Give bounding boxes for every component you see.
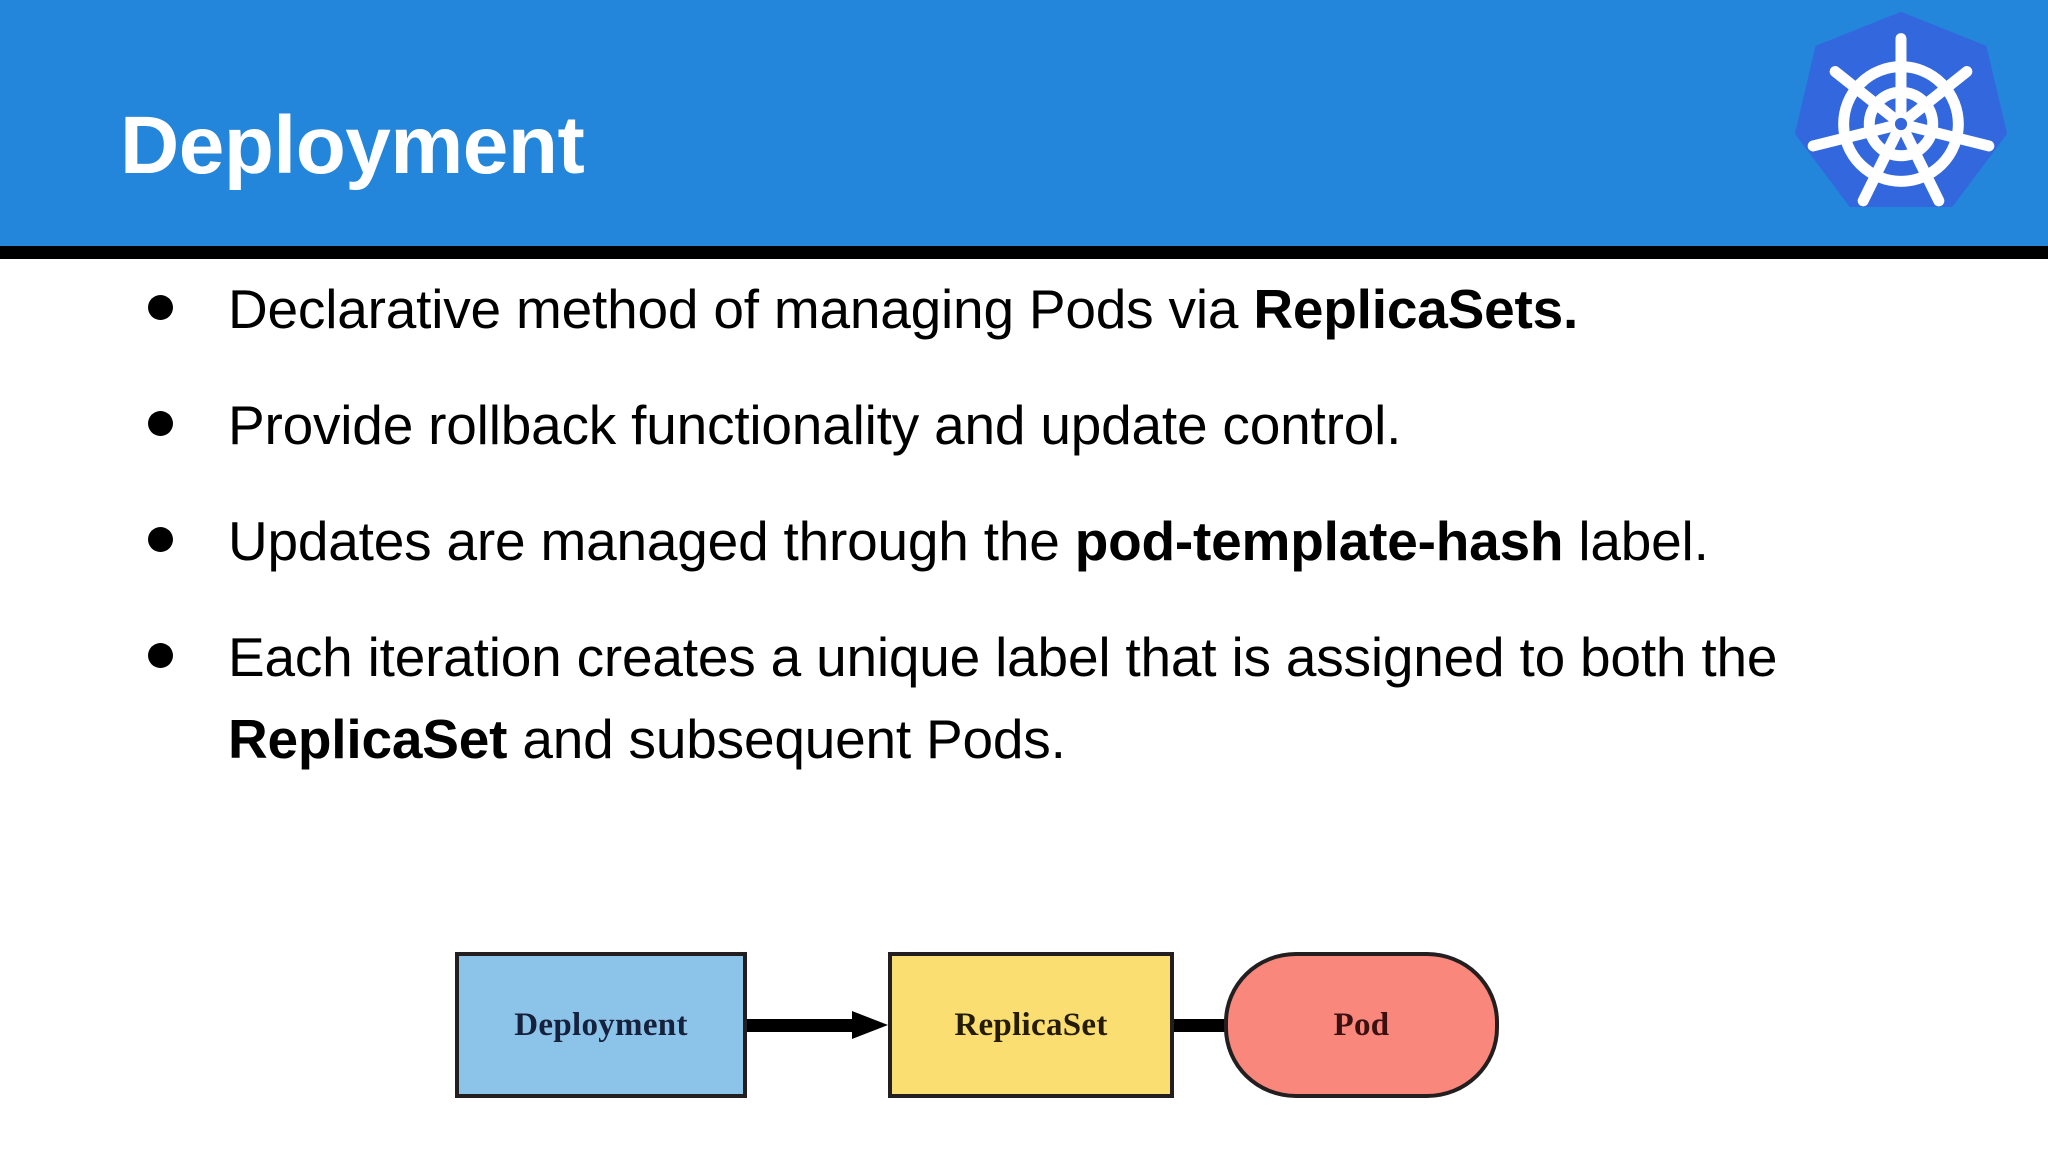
arrow-head-icon (852, 1011, 888, 1039)
deployment-flow-diagram: Deployment ReplicaSet Pod (455, 952, 1615, 1102)
bullet-dot-icon (148, 411, 173, 436)
page-title: Deployment (120, 100, 585, 191)
bullet-dot-icon (148, 295, 173, 320)
bullet-text-4: Each iteration creates a unique label th… (228, 626, 1778, 770)
bullet-text-2: Provide rollback functionality and updat… (228, 394, 1402, 456)
arrow-deployment-to-replicaset (747, 1011, 888, 1039)
diagram-node-replicaset: ReplicaSet (888, 952, 1174, 1098)
bullet-list: Declarative method of managing Pods via … (0, 268, 2048, 814)
diagram-node-pod: Pod (1224, 952, 1499, 1098)
list-item: Provide rollback functionality and updat… (0, 384, 2048, 466)
bullet-text-3: Updates are managed through the pod-temp… (228, 510, 1709, 572)
ships-wheel-icon (1807, 33, 1995, 207)
list-item: Updates are managed through the pod-temp… (0, 500, 2048, 582)
arrow-shaft (747, 1019, 855, 1032)
kubernetes-logo (1778, 2, 2024, 246)
bullet-dot-icon (148, 527, 173, 552)
header-divider (0, 246, 2048, 259)
bullet-dot-icon (148, 643, 173, 668)
slide-header: Deployment (0, 0, 2048, 246)
bullet-text-1: Declarative method of managing Pods via … (228, 278, 1579, 340)
list-item: Each iteration creates a unique label th… (0, 616, 2048, 780)
diagram-node-deployment: Deployment (455, 952, 747, 1098)
list-item: Declarative method of managing Pods via … (0, 268, 2048, 350)
